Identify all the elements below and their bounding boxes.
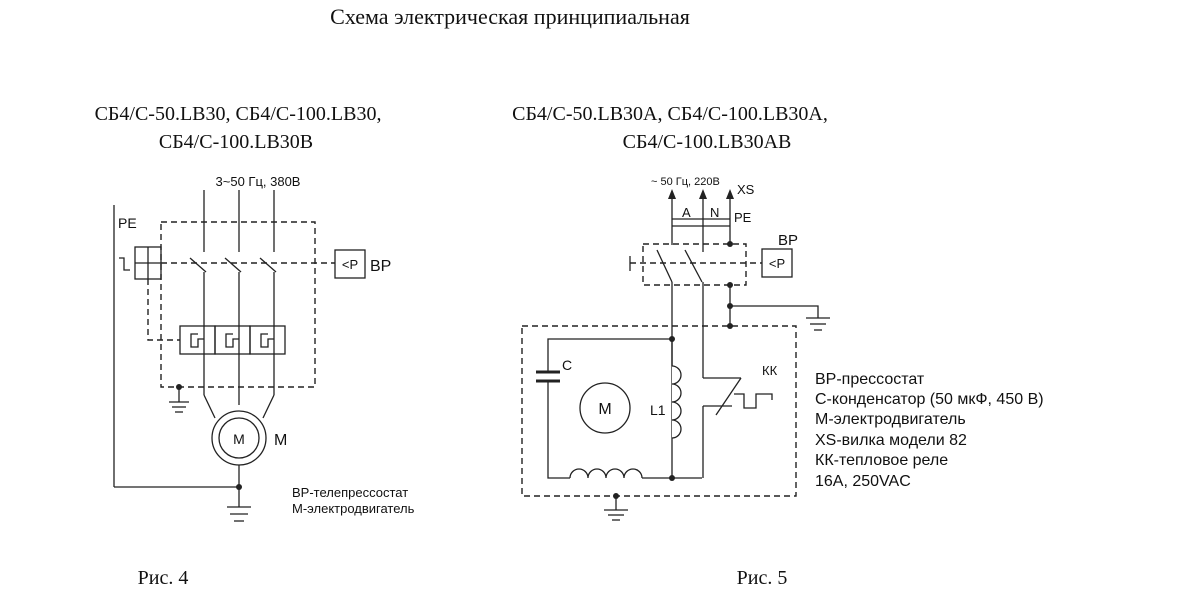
fig4-linkage-to-overload: [147, 279, 180, 341]
fig5-heading-line1: СБ4/С-50.LB30А, СБ4/С-100.LB30А,: [512, 103, 828, 125]
fig5-legend-item: XS-вилка модели 82: [815, 432, 967, 449]
fig4-motor-symbol: М: [233, 431, 245, 447]
fig5-capacitor-icon: [536, 370, 560, 383]
fig5-capacitor-label: C: [562, 357, 572, 373]
fig4-pe-label: PE: [118, 215, 137, 231]
fig4-caption: Рис. 4: [138, 567, 189, 589]
fig5-winding-label: L1: [650, 402, 666, 418]
fig5-pe-ground-wire: [730, 305, 819, 318]
fig5-legend-item: М-электродвигатель: [815, 411, 966, 428]
fig5-contact-a: [656, 249, 673, 283]
figure-4: СБ4/С-50.LB30, СБ4/С-100.LB30, СБ4/С-100…: [95, 103, 415, 589]
fig4-supply-label: 3~50 Гц, 380В: [216, 174, 301, 189]
fig5-heading-line2: СБ4/С-100.LB30АВ: [623, 131, 792, 153]
fig5-main-winding-icon: [671, 365, 682, 439]
fig4-phase-lines: [189, 190, 277, 419]
fig5-legend-item: ВР-прессостат: [815, 371, 925, 388]
fig5-neutral-label: N: [710, 205, 719, 220]
fig5-switch-enclosure: [642, 243, 747, 286]
fig4-reset-button-icon: [119, 246, 162, 280]
fig5-motor-symbol: M: [598, 401, 611, 418]
fig4-heading-line1: СБ4/С-50.LB30, СБ4/С-100.LB30,: [95, 103, 382, 125]
figure-5: СБ4/С-50.LB30А, СБ4/С-100.LB30А, СБ4/С-1…: [512, 103, 1043, 589]
fig5-legend-item: С-конденсатор (50 мкФ, 450 В): [815, 391, 1044, 408]
fig5-motor-enclosure: [521, 325, 797, 497]
fig4-heading-line2: СБ4/С-100.LB30В: [159, 131, 313, 153]
fig4-legend-item: ВР-телепрессостат: [292, 485, 408, 500]
fig5-pe-ground-icon: [806, 317, 830, 331]
fig4-pressure-switch-symbol: <P: [342, 257, 358, 272]
fig4-thermal-overload: [179, 325, 286, 355]
fig5-thermal-relay-label: КК: [762, 363, 778, 378]
fig5-pe-label: PE: [734, 210, 752, 225]
fig5-pressure-switch-symbol: <P: [769, 256, 785, 271]
fig5-thermal-relay-icon: [702, 377, 773, 478]
fig5-pressure-switch-box: [761, 248, 793, 278]
fig4-enclosure-ground-icon: [169, 384, 189, 413]
fig5-plug-xs-icon: [668, 189, 734, 252]
fig5-motor-icon: [579, 382, 631, 434]
fig5-enclosure-ground-icon: [604, 493, 628, 521]
fig4-legend-item: М-электродвигатель: [292, 501, 415, 516]
fig4-main-ground-icon: [227, 484, 251, 522]
fig5-phase-label: A: [682, 205, 691, 220]
fig5-pressure-switch-label: ВР: [778, 232, 798, 249]
fig5-capacitor-wire-top: [547, 338, 672, 372]
fig4-enclosure: [160, 221, 316, 388]
fig5-contact-n: [684, 249, 703, 283]
fig5-plug-label: XS: [737, 182, 755, 197]
fig4-pressure-switch-box: [334, 249, 366, 279]
fig5-capacitor-wire-bottom: [547, 381, 570, 479]
fig4-motor-label: М: [274, 432, 287, 449]
fig5-start-winding-icon: [569, 468, 643, 479]
fig5-supply-label: ~ 50 Гц, 220В: [651, 176, 720, 188]
fig5-legend-item: 16А, 250VAC: [815, 473, 911, 490]
fig4-pressure-switch-label: ВР: [370, 258, 391, 275]
fig5-caption: Рис. 5: [737, 567, 788, 589]
page-title: Схема электрическая принципиальная: [330, 4, 690, 29]
fig5-legend-item: КК-тепловое реле: [815, 452, 948, 469]
